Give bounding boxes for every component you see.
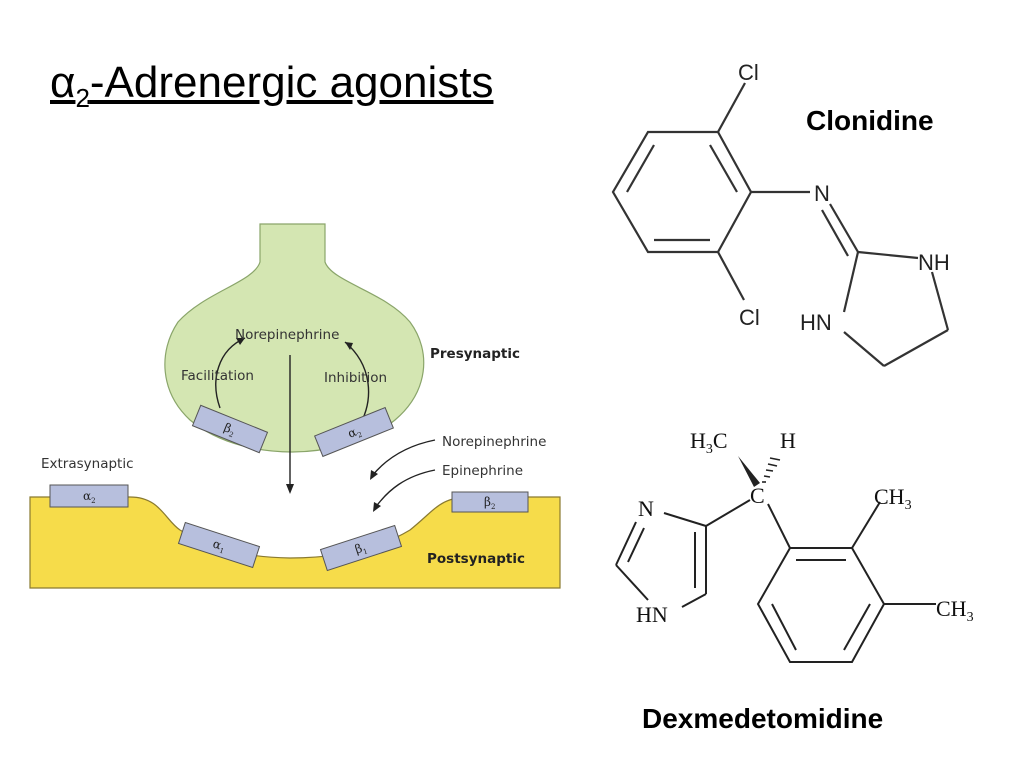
svg-text:α2: α2: [83, 489, 96, 505]
dexmed-imid-bond-5: [663, 512, 707, 527]
dexmed-imid-bond-2: [681, 593, 707, 608]
clonidine-ring-bond-1: [857, 250, 919, 260]
dexmed-methyl-bond-top: [851, 501, 881, 549]
dexmed-hn: HN: [636, 602, 668, 627]
svg-text:β2: β2: [484, 495, 495, 511]
dexmed-c-imidazole-bond: [705, 499, 751, 527]
clonidine-hn: HN: [800, 310, 832, 335]
label-presynaptic: Presynaptic: [430, 346, 520, 362]
epinephrine-arrow: [374, 469, 436, 509]
dexmed-imid-bond-4: [615, 521, 637, 566]
receptor-beta2-post: β2: [451, 491, 529, 513]
label-norepinephrine-right: Norepinephrine: [442, 434, 546, 450]
facilitation-arrowhead: [236, 338, 245, 345]
receptor-beta2-post-symbol: β: [484, 495, 491, 509]
svg-text:β2: β2: [221, 420, 238, 439]
dexmed-ch3-bottom: CH3: [936, 596, 974, 625]
dexmed-phenyl-double-3: [771, 603, 797, 651]
receptor-alpha2-pre: α2: [313, 406, 395, 458]
dexmed-h3c: H3C: [690, 428, 728, 457]
clonidine-ring-bond-2: [930, 271, 950, 331]
label-postsynaptic: Postsynaptic: [427, 551, 525, 567]
clonidine-nh: NH: [918, 250, 950, 275]
clonidine-cl-bond-top: [717, 82, 746, 133]
receptor-alpha2-pre-sub: 2: [356, 430, 363, 439]
dexmed-wedge-bond: [738, 456, 760, 487]
dexmed-ch3-top: CH3: [874, 484, 912, 513]
label-epinephrine: Epinephrine: [442, 463, 523, 479]
norepinephrine-arrowhead: [370, 470, 378, 480]
title-subscript: 2: [75, 82, 90, 113]
receptor-beta2-pre: β2: [191, 404, 269, 454]
clonidine-cn-bond-b: [821, 209, 849, 257]
inhibition-arrowhead: [345, 342, 353, 350]
postsynaptic-membrane: [29, 496, 561, 589]
dexmed-imid-bond-3: [615, 564, 649, 601]
svg-text:α1: α1: [211, 536, 228, 555]
clonidine-label: Clonidine: [806, 105, 934, 136]
receptor-beta1-post: β1: [319, 524, 403, 572]
receptor-alpha1-post: α1: [177, 521, 261, 569]
receptor-beta1-post-sub: 1: [362, 547, 369, 556]
receptor-alpha2-extra: α2: [49, 484, 129, 508]
clonidine-cl-top: Cl: [738, 60, 759, 85]
clonidine-double-bond-1: [709, 144, 738, 193]
receptor-beta1-post-symbol: β: [353, 541, 364, 556]
title-alpha: α: [50, 58, 76, 107]
facilitation-arc: [215, 337, 246, 409]
receptor-alpha2-extra-symbol: α: [83, 489, 91, 503]
label-extrasynaptic: Extrasynaptic: [41, 456, 134, 472]
label-facilitation: Facilitation: [181, 368, 254, 384]
norepinephrine-arrow: [371, 439, 436, 477]
dexmed-phenyl-double-2: [843, 603, 871, 651]
dexmed-h: H: [780, 428, 796, 453]
epinephrine-arrowhead: [373, 502, 381, 512]
release-arrowhead: [286, 484, 294, 494]
clonidine-ring-bond-5: [842, 251, 860, 313]
receptor-alpha1-post-sub: 1: [218, 547, 225, 556]
title-text: -Adrenergic agonists: [89, 58, 494, 107]
dexmed-imid-double-2: [627, 527, 645, 563]
dexmed-c-phenyl-bond: [767, 503, 791, 549]
receptor-beta2-pre-sub: 2: [227, 430, 234, 439]
receptor-alpha2-extra-sub: 2: [91, 497, 95, 505]
label-norepinephrine-top: Norepinephrine: [235, 327, 339, 343]
slide-title: α2-Adrenergic agonists: [50, 58, 493, 114]
receptor-beta2-pre-symbol: β: [222, 420, 234, 436]
dexmed-c: C: [750, 483, 765, 508]
dexmedetomidine-label: Dexmedetomidine: [642, 703, 884, 734]
dexmed-hashed-bond: [762, 457, 781, 483]
clonidine-ring-bond-4: [843, 331, 885, 367]
clonidine-cl-bond-bottom: [717, 251, 745, 301]
clonidine-cn-bond-a: [829, 203, 859, 253]
clonidine-n: N: [814, 181, 830, 206]
dexmed-phenyl-ring: [756, 547, 886, 663]
dexmed-n: N: [638, 496, 654, 521]
label-inhibition: Inhibition: [324, 370, 387, 386]
clonidine-double-bond-3: [626, 144, 655, 193]
svg-text:β1: β1: [353, 540, 369, 559]
receptor-beta2-post-sub: 2: [491, 503, 495, 511]
presynaptic-terminal: [164, 223, 425, 453]
clonidine-ring-bond-3: [883, 329, 949, 367]
clonidine-cl-bottom: Cl: [739, 305, 760, 330]
